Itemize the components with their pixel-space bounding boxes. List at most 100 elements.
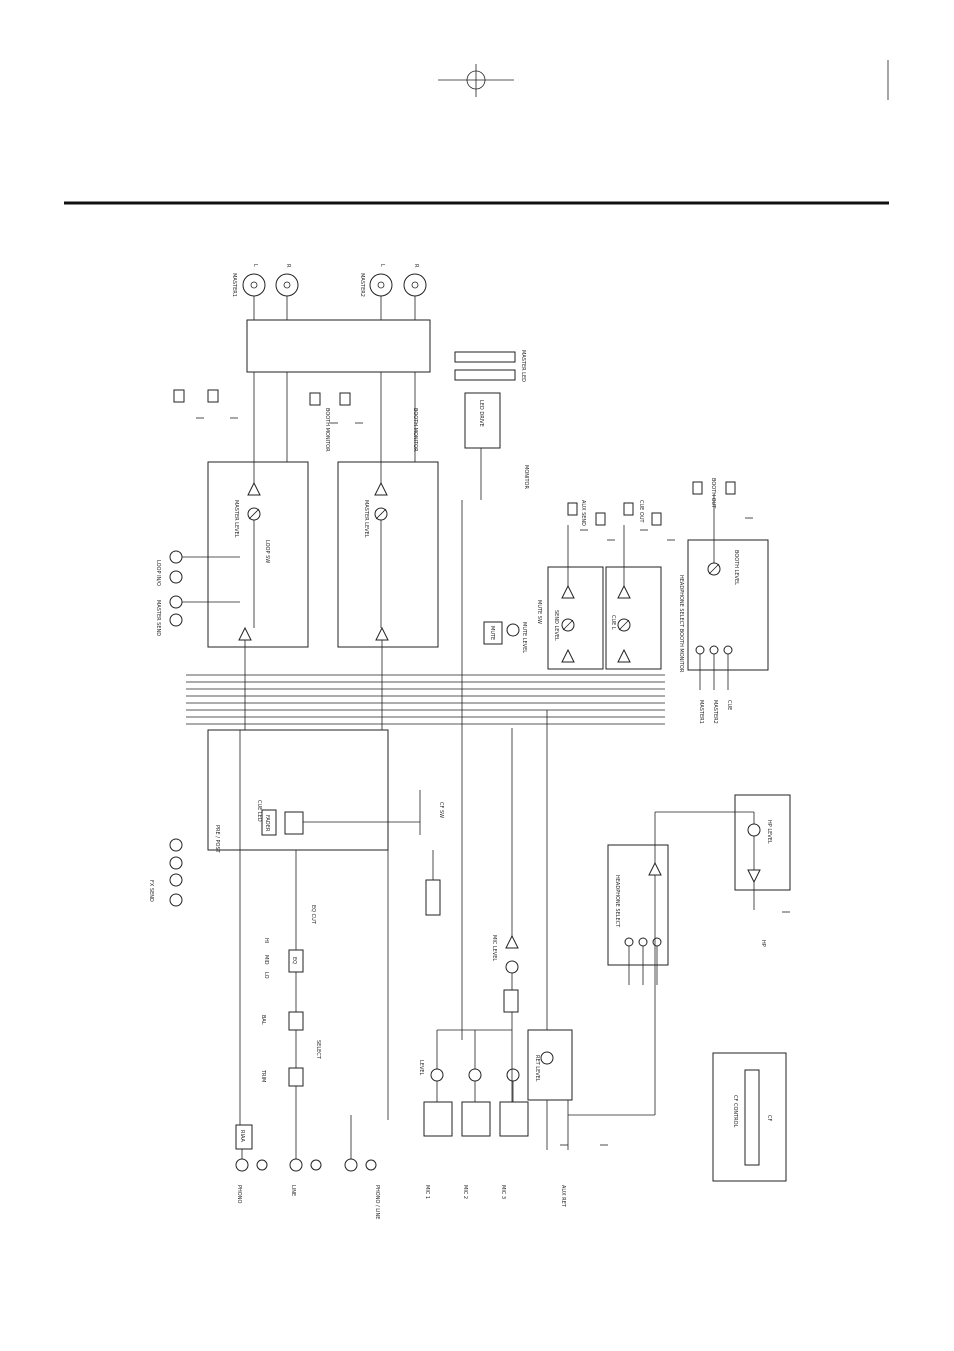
cf-sw-label: CF SW bbox=[438, 802, 444, 818]
cue-section bbox=[605, 566, 662, 670]
select-label: SELECT bbox=[315, 1040, 321, 1060]
cue-led-label: CUE LED bbox=[256, 800, 262, 822]
mic-level-label: MIC LEVEL bbox=[491, 935, 497, 961]
booth-monitor-label-1: BOOTH MONITOR bbox=[324, 408, 330, 452]
registration-mark bbox=[438, 64, 514, 97]
master2-section bbox=[337, 461, 439, 648]
aux-send-section bbox=[547, 566, 604, 670]
booth-controls: HEADPHONE SELECT BOOTH MONITOR BOOTH LEV… bbox=[678, 478, 739, 724]
master-level-controls: MASTER LEVEL MASTER LEVEL LOOP SW bbox=[233, 481, 389, 641]
bus-lines bbox=[186, 674, 665, 725]
mic2-level-knob bbox=[468, 1068, 482, 1082]
loop-send-jacks: LOOP IN/O MASTER SEND bbox=[155, 550, 183, 636]
master1-r-label: R bbox=[285, 264, 291, 268]
trim-label: TRIM bbox=[260, 1069, 266, 1082]
phono-line-label: PHONO / LINE bbox=[374, 1185, 380, 1219]
mic3-label: MIC 3 bbox=[500, 1185, 506, 1199]
vca-block bbox=[284, 811, 304, 835]
master2-level-label: MASTER LEVEL bbox=[363, 500, 369, 538]
hp-level-label: HP LEVEL bbox=[766, 820, 772, 844]
bal-block bbox=[288, 1011, 304, 1031]
master1-level-label: MASTER LEVEL bbox=[233, 500, 239, 538]
master2-r-connector bbox=[403, 273, 427, 297]
master1-label: MASTER1 bbox=[231, 273, 237, 297]
master-led-label: MASTER LED bbox=[520, 350, 526, 382]
mic-amp bbox=[505, 934, 519, 949]
master1-l-label: L bbox=[252, 264, 258, 267]
mic1-label: MIC 1 bbox=[424, 1185, 430, 1199]
eq-label: EQ bbox=[291, 957, 297, 964]
aux-return-label: AUX RET bbox=[560, 1185, 566, 1208]
loop-sw-label: LOOP SW bbox=[264, 540, 270, 563]
mute-block bbox=[483, 621, 503, 645]
booth-section bbox=[687, 539, 769, 671]
mic1-preamp bbox=[423, 1101, 453, 1137]
fader-block bbox=[261, 809, 277, 836]
mute-level-knob bbox=[506, 623, 520, 637]
hp-select-amp bbox=[648, 861, 662, 876]
line-label-1: LINE bbox=[290, 1185, 296, 1196]
eq-lo-label: LO bbox=[263, 972, 269, 979]
ret-level-knob bbox=[540, 1051, 554, 1065]
cf-control-label: CF CONTROL bbox=[732, 1095, 738, 1128]
hp-level-knob bbox=[747, 823, 761, 837]
pfl-block bbox=[425, 879, 441, 916]
aux-return-section bbox=[527, 1029, 573, 1101]
send-level-knob bbox=[561, 618, 575, 632]
master2-l-connector bbox=[369, 273, 393, 297]
mic2-preamp bbox=[461, 1101, 491, 1137]
aux-cue-controls: SEND LEVEL CUE L AUX SEND CUE OUT bbox=[553, 500, 662, 663]
master1-l-connector bbox=[242, 273, 266, 297]
master1-amp bbox=[247, 481, 261, 496]
riaa-block bbox=[235, 1124, 253, 1150]
loop-in-out-label: LOOP IN/O bbox=[155, 560, 161, 586]
signal-routing bbox=[182, 372, 755, 1159]
channel-inputs: PHONO LINE PHONO / LINE bbox=[235, 1158, 380, 1219]
master1-r-connector bbox=[275, 273, 299, 297]
master1-section bbox=[207, 461, 309, 648]
mic-level-knob bbox=[505, 960, 519, 974]
cf-label: CF bbox=[766, 1115, 772, 1121]
eq-hi-label: HI bbox=[263, 938, 269, 943]
master2-amp bbox=[374, 481, 388, 496]
block-diagram: MASTER1 MASTER2 L R L R BOOTH MONITOR BO… bbox=[148, 264, 791, 1219]
level-label: LEVEL bbox=[418, 1060, 424, 1076]
fx-send-label: FX SEND bbox=[148, 880, 154, 902]
master2-label: MASTER2 bbox=[359, 273, 365, 297]
master-led-bar-2 bbox=[454, 369, 516, 381]
ground-symbols bbox=[196, 417, 790, 1146]
pre-post-label: PRE / POST bbox=[214, 825, 220, 854]
fader-label: FADER bbox=[264, 815, 270, 832]
cue-l-label: CUE L bbox=[610, 615, 616, 630]
mute-level-label: MUTE LEVEL bbox=[521, 622, 527, 653]
led-drive-label: LED DRIVE bbox=[478, 400, 484, 427]
riaa-label: RIAA bbox=[239, 1130, 245, 1143]
headphone-select-section bbox=[607, 844, 669, 966]
send-level-label: SEND LEVEL bbox=[553, 610, 559, 641]
master2-input-amp bbox=[375, 626, 389, 641]
booth-out-label: BOOTH OUT bbox=[710, 478, 716, 509]
mic3-level-knob bbox=[506, 1068, 520, 1082]
ret-level-label: RET LEVEL bbox=[534, 1055, 540, 1082]
master-outputs: MASTER1 MASTER2 L R L R bbox=[231, 264, 427, 297]
booth-level-label: BOOTH LEVEL bbox=[733, 550, 739, 585]
mic1-level-knob bbox=[430, 1068, 444, 1082]
eq-cut-label: EQ CUT bbox=[310, 905, 316, 925]
fx-send-jacks: FX SEND bbox=[148, 838, 183, 907]
output-block bbox=[246, 319, 431, 373]
hp-amp bbox=[747, 869, 761, 884]
trim-block bbox=[288, 1067, 304, 1087]
master-send-label: MASTER SEND bbox=[155, 600, 161, 636]
mute-label: MUTE bbox=[489, 626, 495, 640]
monitor-label: MONITOR bbox=[523, 465, 529, 489]
phono-label: PHONO bbox=[236, 1185, 242, 1203]
bal-label: BAL bbox=[260, 1015, 266, 1025]
mute-sw-label: MUTE SW bbox=[536, 600, 542, 624]
booth-cue-label: CUE bbox=[726, 700, 732, 710]
mic2-label: MIC 2 bbox=[462, 1185, 468, 1199]
led-drive-block bbox=[464, 392, 501, 449]
cue-out-label: CUE OUT bbox=[638, 500, 644, 523]
headphone-select-label: HEADPHONE SELECT bbox=[614, 875, 620, 928]
mic-eq-block bbox=[503, 989, 519, 1013]
